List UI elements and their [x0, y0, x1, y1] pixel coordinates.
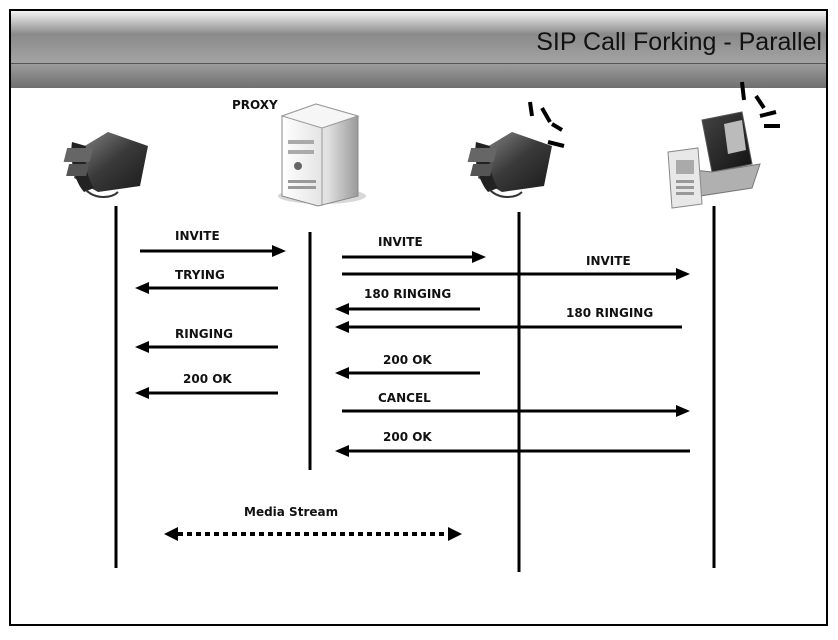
- message-label: RINGING: [175, 327, 233, 341]
- message-arrowhead: [335, 445, 349, 457]
- caller-phone-icon: [63, 132, 148, 198]
- message-arrowhead: [676, 405, 690, 417]
- message-label: 200 OK: [383, 353, 432, 367]
- message-arrowhead: [335, 303, 349, 315]
- message-arrowhead: [335, 321, 349, 333]
- message-3: INVITE: [342, 254, 690, 280]
- message-arrowhead: [135, 282, 149, 294]
- proxy-label: PROXY: [232, 98, 278, 112]
- message-label: 200 OK: [383, 430, 432, 444]
- proxy-server-icon: [278, 103, 366, 207]
- message-label: CANCEL: [378, 391, 431, 405]
- message-label: INVITE: [586, 254, 631, 268]
- message-7: RINGING: [135, 327, 278, 353]
- media-stream-arrowhead-left: [164, 527, 178, 541]
- slide-frame: [9, 9, 828, 626]
- laptop-ringing-indicator-icon: [740, 81, 780, 128]
- message-arrowhead: [135, 341, 149, 353]
- title-banner-bar: [11, 63, 826, 88]
- message-arrowhead: [272, 245, 286, 257]
- laptop-pda-icon: [667, 111, 761, 209]
- message-label: 200 OK: [183, 372, 232, 386]
- message-2: INVITE: [342, 235, 486, 263]
- message-9: 200 OK: [135, 372, 278, 399]
- ringing-phone-icon: [467, 132, 552, 198]
- message-5: 180 RINGING: [335, 287, 480, 315]
- message-4: TRYING: [135, 268, 278, 294]
- message-arrowhead: [135, 387, 149, 399]
- media-stream-arrowhead-right: [448, 527, 462, 541]
- ringing-indicator-icon: [528, 101, 565, 148]
- message-11: 200 OK: [335, 430, 690, 457]
- title-banner: [11, 11, 826, 63]
- message-label: TRYING: [175, 268, 225, 282]
- message-8: 200 OK: [335, 353, 480, 379]
- message-arrowhead: [472, 251, 486, 263]
- message-label: 180 RINGING: [364, 287, 451, 301]
- media-stream: Media Stream: [164, 505, 462, 541]
- message-label: INVITE: [175, 229, 220, 243]
- message-1: INVITE: [140, 229, 286, 257]
- message-arrowhead: [676, 268, 690, 280]
- message-10: CANCEL: [342, 391, 690, 417]
- message-label: INVITE: [378, 235, 423, 249]
- slide-title: SIP Call Forking - Parallel: [536, 28, 822, 56]
- message-arrowhead: [335, 367, 349, 379]
- message-6: 180 RINGING: [335, 306, 682, 333]
- message-label: 180 RINGING: [566, 306, 653, 320]
- media-stream-label: Media Stream: [244, 505, 338, 519]
